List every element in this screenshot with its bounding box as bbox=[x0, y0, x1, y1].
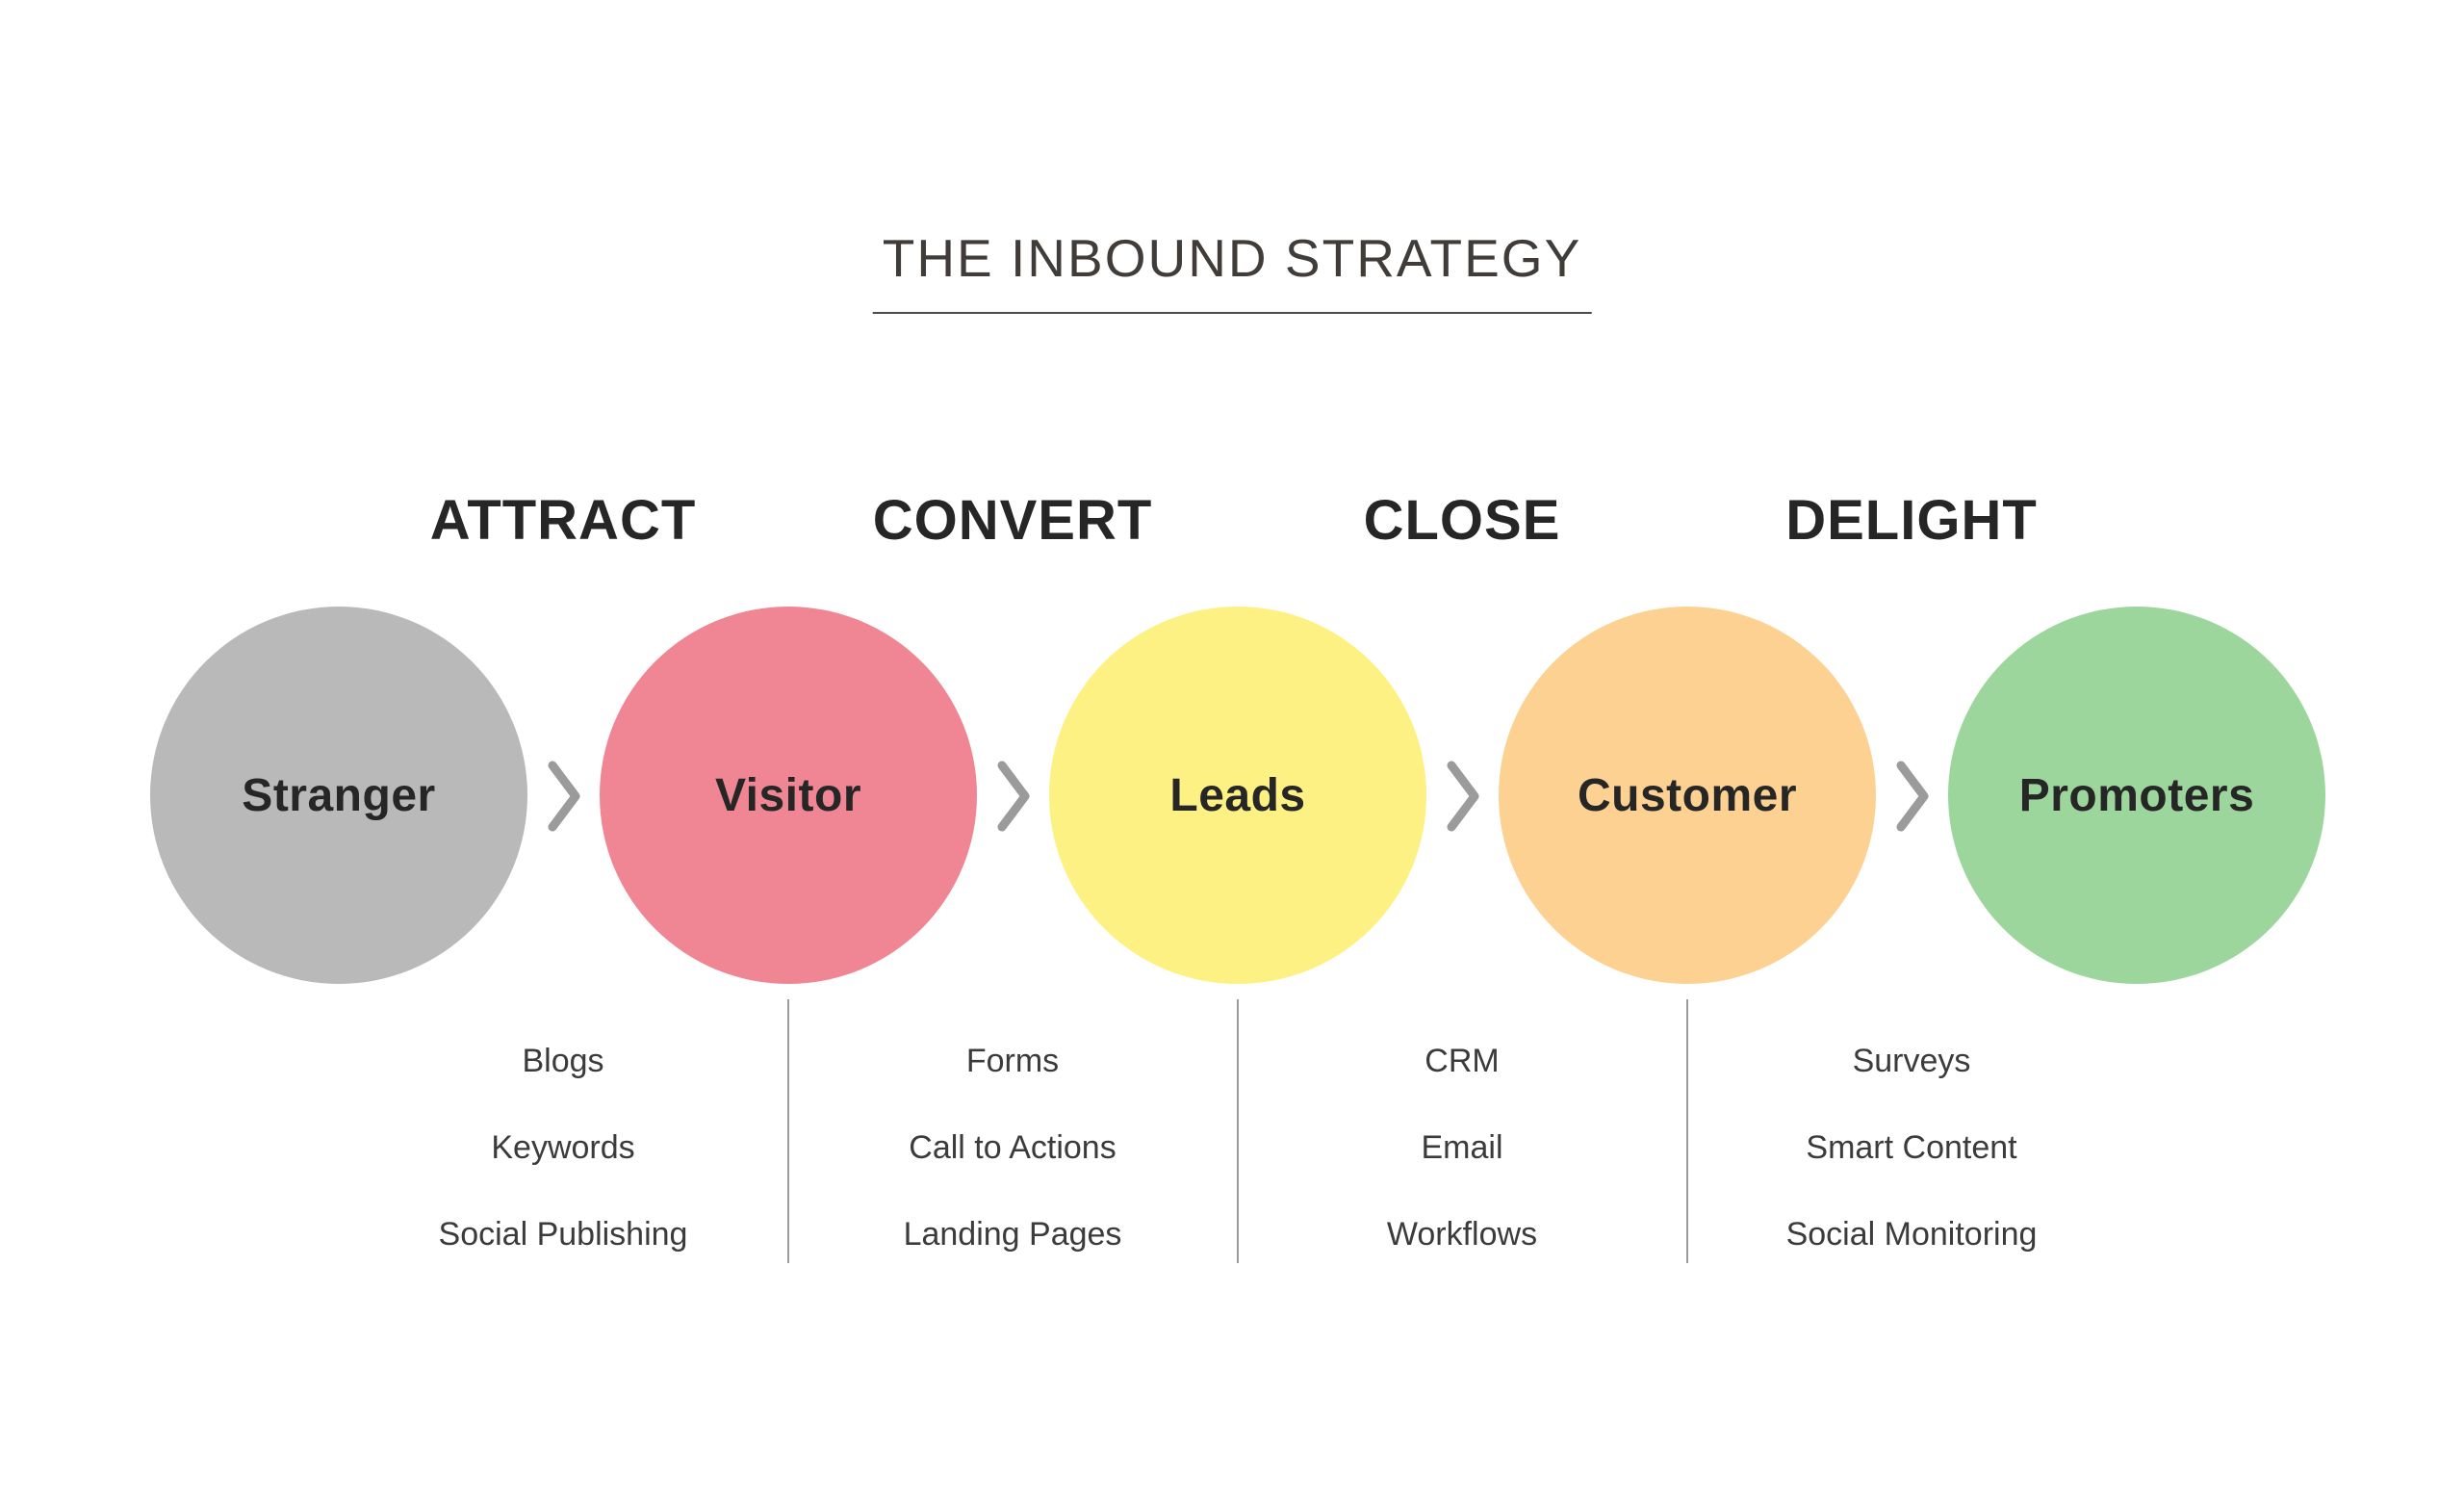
tool-item: Surveys bbox=[1852, 1042, 1971, 1079]
tool-item: Social Monitoring bbox=[1785, 1215, 2038, 1253]
chevron-right-icon bbox=[548, 761, 580, 832]
chevron-right-icon bbox=[1896, 761, 1929, 832]
tools-column-convert: Forms Call to Actions Landing Pages bbox=[791, 1018, 1234, 1278]
funnel-circle-leads: Leads bbox=[1049, 607, 1426, 984]
column-divider bbox=[787, 999, 789, 1263]
tool-item: Social Publishing bbox=[438, 1215, 688, 1253]
funnel-circle-promoters: Promoters bbox=[1948, 607, 2325, 984]
funnel-circle-label: Customer bbox=[1577, 769, 1798, 821]
tool-item: Blogs bbox=[522, 1042, 604, 1079]
tool-item: Forms bbox=[965, 1042, 1060, 1079]
column-divider bbox=[1237, 999, 1239, 1263]
chevron-right-icon bbox=[997, 761, 1030, 832]
tools-column-close: CRM Email Workflows bbox=[1241, 1018, 1683, 1278]
tool-item: Email bbox=[1421, 1128, 1503, 1166]
funnel-circle-label: Stranger bbox=[242, 769, 436, 821]
tools-column-attract: Blogs Keywords Social Publishing bbox=[342, 1018, 784, 1278]
tool-item: Workflows bbox=[1386, 1215, 1538, 1253]
funnel-circle-label: Visitor bbox=[715, 769, 861, 821]
tool-item: Keywords bbox=[491, 1128, 635, 1166]
funnel-circle-label: Leads bbox=[1169, 769, 1306, 821]
page-title: THE INBOUND STRATEGY bbox=[872, 227, 1592, 314]
tool-item: Call to Actions bbox=[909, 1128, 1116, 1166]
funnel-circle-visitor: Visitor bbox=[600, 607, 977, 984]
chevron-right-icon bbox=[1447, 761, 1479, 832]
page-title-text: THE INBOUND STRATEGY bbox=[882, 228, 1582, 288]
tool-item: Landing Pages bbox=[903, 1215, 1122, 1253]
funnel-circle-customer: Customer bbox=[1499, 607, 1876, 984]
column-divider bbox=[1686, 999, 1688, 1263]
stage-label-attract: ATTRACT bbox=[429, 488, 697, 552]
tool-item: Smart Content bbox=[1806, 1128, 2017, 1166]
stage-label-delight: DELIGHT bbox=[1785, 488, 2038, 552]
funnel-circle-label: Promoters bbox=[2018, 769, 2255, 821]
tool-item: CRM bbox=[1424, 1042, 1500, 1079]
stage-label-close: CLOSE bbox=[1363, 488, 1561, 552]
funnel-circle-stranger: Stranger bbox=[150, 607, 527, 984]
stage-label-convert: CONVERT bbox=[872, 488, 1153, 552]
tools-column-delight: Surveys Smart Content Social Monitoring bbox=[1690, 1018, 2133, 1278]
